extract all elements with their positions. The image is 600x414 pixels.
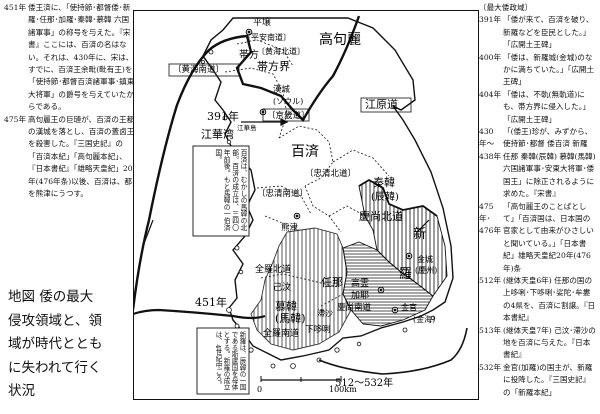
entry-year: 400年: [479, 52, 502, 62]
right-col-header: 〔最大倭政域〕: [479, 3, 533, 12]
label-jeonnam: 全羅南道: [263, 327, 299, 339]
label-baekje: 百済: [291, 144, 319, 160]
label-muhan: 慕韓: [275, 299, 297, 313]
label-gyeongbuk: 慶尚北道: [359, 209, 403, 223]
right-chronology: 〔最大倭政域〕 391年「倭が来て、百済を破り、新羅などを臣民とした。」「広開土王…: [479, 2, 597, 399]
left-chronology: 451年倭王済に、「使持節･都督倭･新羅･任那･加羅･秦韓･慕韓 六国諸軍事」の…: [4, 2, 136, 201]
note-silla: 新羅は、辰韓の一国である斯盧国を母体とする。新羅の成立は、4世紀中ごろ。: [200, 331, 246, 391]
entry-text: 「倭が来て、百済を破り、新羅などを臣民とした。」「広開土王碑」: [503, 15, 594, 50]
label-chungnam: 〔忠清南道〕: [257, 188, 308, 199]
label-year391: 391年: [207, 109, 239, 123]
extent-512-line: [318, 327, 468, 375]
label-goguryeo: 高句麗: [319, 31, 361, 48]
scale-bar: 0 100km: [257, 376, 357, 394]
entry-year: 391年: [479, 15, 502, 25]
entry-text: 「倭は、不軌(無軌道)にも、帯方界に侵入した。」「広開土王碑」: [503, 89, 591, 124]
label-hadasiri: 下哆唎: [305, 324, 331, 335]
max-extent-line: [131, 15, 361, 311]
label-pyongyang: 平壌: [253, 16, 271, 28]
label-pyongyang-sub: 〔平安南道〕: [243, 32, 291, 42]
scale-100: 100km: [329, 385, 357, 394]
label-daifang-border: 帯方界: [257, 59, 290, 73]
chronology-entry: 532年金官(加羅)の国主が、新羅に投降した。『三国史記』の「新羅本紀」: [479, 362, 597, 399]
extent-451-line: [132, 308, 266, 320]
chronology-entry: 400年「倭は、新羅城(金城)のなかに満ちていた。」「広開土王碑」: [479, 52, 597, 89]
chronology-entry: 475年･476年「高句麗王のことばとして」「百済国は、日本国の官家として由来が…: [479, 201, 597, 275]
entry-text: 「高句麗王のことばとして」「百済国は、日本国の官家として由来がひさしいと聞いてい…: [503, 201, 594, 273]
caption-line: に失われて行く: [8, 359, 102, 376]
label-gimhae: (金海): [413, 314, 435, 324]
label-hwanghae-north: 〔黄海北道〕: [257, 46, 305, 56]
label-ganghwa-bay: 江華湾: [201, 127, 234, 141]
entry-year: 475年: [4, 114, 27, 124]
entry-year: 475年･476年: [479, 201, 502, 236]
label-gyeongnam: 慶尚南道: [337, 302, 372, 313]
label-ganghwa-island: 江華島: [237, 123, 257, 132]
note-baekje: 百済は、むかしの馬韓の北部。百済の成立は、三四〇年前後。もと馬韓の一伯済国。: [197, 149, 247, 233]
chronology-entry: 513年(継体天皇7年) 己汶･滯沙の地を百済に与えた。『日本書紀』: [479, 325, 597, 362]
handwritten-caption: 地図 倭の最大侵攻領域と、領域が時代とともに失われて行く状況: [8, 286, 128, 404]
label-gangwon: 江原道: [365, 97, 398, 111]
caption-line: 状況: [8, 383, 35, 399]
chronology-entry: 475年高句麗王の巨璉が、百済の王都の漢城を落とし、百済の蓋卤王を殺害した。『三…: [4, 114, 136, 201]
label-year451: 451年: [195, 295, 227, 309]
label-jinhan-2: (辰韓): [371, 191, 399, 203]
chronology-entry: 391年「倭が来て、百済を破り、新羅などを臣民とした。」「広開土王碑」: [479, 14, 597, 51]
province-borders: [224, 39, 390, 307]
entry-year: 404年: [479, 89, 502, 99]
entry-year: 512年: [479, 275, 502, 285]
entry-year: 532年: [479, 362, 502, 372]
note-silla-text: 新羅は、辰韓の一国である斯盧国を母体とする。新羅の成立は、4世紀中ごろ。: [214, 331, 246, 391]
silla-border-thick: [358, 178, 438, 217]
entry-year: 451年: [4, 3, 27, 12]
label-ungjin: 熊津: [281, 222, 299, 233]
note-baekje-box: [192, 145, 250, 237]
scale-0: 0: [257, 385, 262, 394]
label-jeonbuk: 全羅北道: [255, 263, 291, 275]
caption-line: 地図 倭の最大: [8, 289, 94, 305]
label-tasa: 滯沙: [317, 308, 333, 318]
note-silla-box: [196, 327, 250, 395]
box-gyeonggi: [262, 108, 310, 122]
label-silla-1: 新: [413, 226, 426, 242]
caption-line: 域が時代ととも: [8, 336, 103, 352]
box-hwanghae-south: [168, 63, 240, 77]
entry-year: 430年〜438年: [479, 127, 502, 161]
label-geumgwan: 金官: [401, 302, 417, 312]
label-daifang: 帯方: [239, 48, 259, 61]
chronology-entry: 404年「倭は、不軌(無軌道)にも、帯方界に侵入した。」「広開土王碑」: [479, 89, 597, 126]
label-geumseong: 金城: [417, 254, 433, 264]
entry-text: 「倭は、新羅城(金城)のなかに満ちていた。」「広開土王碑」: [503, 52, 595, 87]
label-year512: 512〜532年: [335, 376, 393, 389]
label-imna: 任那: [321, 276, 343, 289]
entry-text: (継体天皇6年) 任那の国の上哆唎･下哆唎･娑陀･牟婁の4県を、百済に割譲。『日…: [503, 275, 596, 323]
entry-text: (継体天皇7年) 己汶･滯沙の地を百済に与えた。『日本書紀』: [503, 325, 596, 360]
entry-text: 倭王済に、「使持節･都督倭･新羅･任那･加羅･秦韓･慕韓 六国諸軍事」の称号を与…: [28, 3, 135, 112]
entry-text: 「(倭王)珍が、みずから、使持節･都督 倭百済 新羅 任那 秦韓(辰韓) 慕韓(…: [503, 127, 596, 199]
label-chungbuk: 〔忠清北道〕: [305, 168, 356, 179]
label-gimun: 己汶: [273, 281, 291, 293]
entry-text: 高句麗王の巨璉が、百済の王都の漢城を落とし、百済の蓋卤王を殺害した。『三国史記』…: [28, 114, 135, 199]
label-hwanghae-south: 〔黄海南道〕: [173, 64, 224, 75]
box-gangwon: [360, 97, 412, 113]
map: 平壌 〔平安南道〕 高句麗 帯方 〔黄海北道〕 帯方界 〔黄海南道〕 漢城 (ソ…: [131, 10, 479, 400]
chronology-entry: 451年倭王済に、「使持節･都督倭･新羅･任那･加羅･秦韓･慕韓 六国諸軍事」の…: [4, 2, 136, 114]
label-hanseong: 漢城: [273, 84, 291, 95]
korea-map-svg: 平壌 〔平安南道〕 高句麗 帯方 〔黄海北道〕 帯方界 〔黄海南道〕 漢城 (ソ…: [131, 10, 479, 400]
note-baekje-text: 百済は、むかしの馬韓の北部。百済の成立は、三四〇年前後。もと馬韓の一伯済国。: [213, 149, 247, 231]
label-jinhan: 秦韓: [373, 175, 395, 189]
label-gyeonggi: 〔京畿道〕: [267, 110, 310, 121]
entry-text: 金官(加羅)の国主が、新羅に投降した。『三国史記』の「新羅本紀」: [503, 362, 593, 397]
label-seoul: (ソウル): [273, 97, 303, 106]
entry-year: 513年: [479, 325, 502, 335]
chronology-entry: 512年(継体天皇6年) 任那の国の上哆唎･下哆唎･娑陀･牟婁の4県を、百済に割…: [479, 275, 597, 325]
arrows: [142, 118, 430, 247]
label-gyeongju: (慶州): [415, 265, 437, 275]
label-silla-2: 羅: [399, 267, 412, 282]
label-gaya: 加耶: [351, 290, 369, 301]
caption-line: 侵攻領域と、領: [8, 312, 102, 329]
label-goryeong: 高霊: [351, 277, 369, 289]
label-mahan: (馬韓): [275, 312, 306, 325]
chronology-entry: 430年〜438年「(倭王)珍が、みずから、使持節･都督 倭百済 新羅 任那 秦…: [479, 126, 597, 200]
